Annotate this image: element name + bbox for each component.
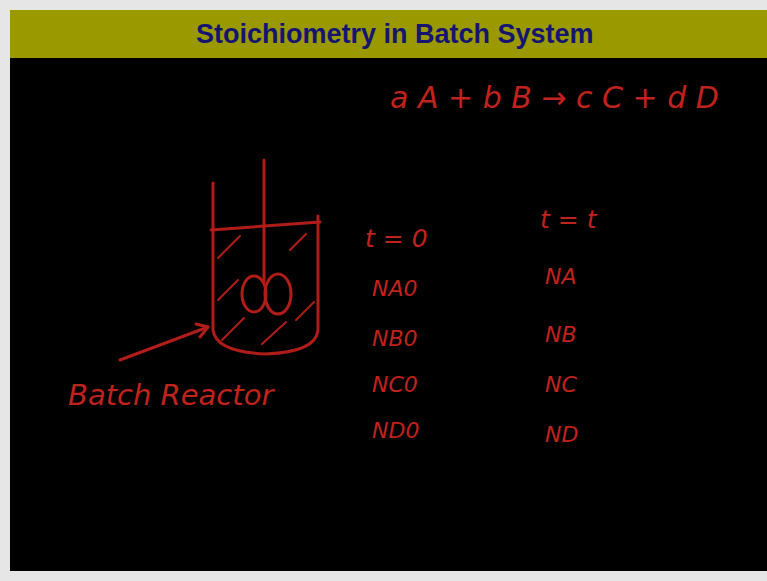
moles-at-t: NA	[545, 264, 577, 289]
label-holder: Batch Reactor	[68, 378, 273, 412]
pointer-arrow	[120, 327, 208, 360]
label-holder: NB	[545, 322, 577, 347]
blackboard	[10, 58, 767, 571]
arrow-head	[196, 324, 208, 337]
label-holder: ND0	[372, 418, 419, 443]
label-holder: NC0	[372, 372, 418, 397]
label-holder: t = 0	[365, 224, 428, 253]
label-holder: ND	[545, 422, 578, 447]
reactor-label: Batch Reactor	[68, 378, 273, 412]
stirrer-shaft	[263, 160, 266, 282]
initial-moles: NA0	[372, 276, 418, 301]
reaction-equation: a A + b B → c C + d D	[390, 80, 719, 115]
initial-moles: NC0	[372, 372, 418, 397]
moles-at-t: ND	[545, 422, 578, 447]
column-heading: t = t	[540, 205, 596, 234]
title-holder: Stoichiometry in Batch System	[196, 19, 594, 50]
label-holder: NB0	[372, 326, 418, 351]
column-heading: t = 0	[365, 224, 428, 253]
label-holder: NA	[545, 264, 577, 289]
label-holder: NA0	[372, 276, 418, 301]
slide-title: Stoichiometry in Batch System	[196, 19, 594, 50]
hatching	[218, 234, 314, 344]
moles-at-t: NB	[545, 322, 577, 347]
impeller-blade	[242, 276, 266, 312]
label-holder: t = t	[540, 205, 596, 234]
initial-moles: NB0	[372, 326, 418, 351]
moles-at-t: NC	[545, 372, 577, 397]
label-holder: a A + b B → c C + d D	[390, 80, 719, 115]
initial-moles: ND0	[372, 418, 419, 443]
impeller-blade	[265, 274, 291, 314]
label-holder: NC	[545, 372, 577, 397]
